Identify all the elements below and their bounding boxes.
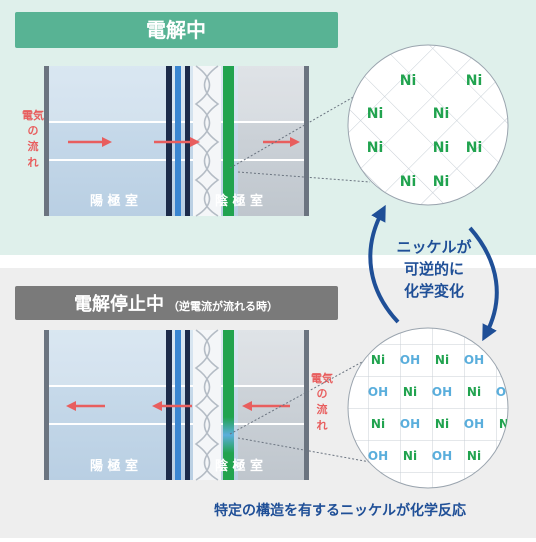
- bottom-anode-label: 陽 極 室: [90, 458, 138, 474]
- ni-label: Ni: [435, 417, 449, 431]
- reverse-arrow-up: [368, 204, 400, 324]
- bottom-flow-label-3: 流: [317, 402, 328, 416]
- oh-label: OH: [464, 417, 484, 431]
- bottom-circle-grid: [348, 328, 508, 488]
- ni-label: Ni: [371, 417, 385, 431]
- bottom-circle-border: [347, 327, 509, 489]
- oh-label: OH: [368, 385, 388, 399]
- center-text: ニッケルが 可逆的に 化学変化: [396, 238, 472, 300]
- bottom-cell-left-wall: [44, 330, 49, 480]
- top-cell: 陽 極 室 陰 極 室: [44, 65, 309, 217]
- ni-label: Ni: [400, 73, 417, 89]
- bottom-arrow-2: [152, 401, 192, 411]
- top-circle-border: [347, 44, 509, 206]
- bottom-arrow-1: [66, 401, 105, 411]
- bottom-cathode-ni-layer: [223, 330, 234, 480]
- top-flow-label-3: 流: [28, 139, 39, 153]
- oh-label: OH: [432, 385, 452, 399]
- bottom-title-note: （逆電流が流れる時）: [168, 299, 278, 313]
- oh-label: OH: [464, 353, 484, 367]
- center-text-line-1: ニッケルが: [396, 238, 472, 256]
- ni-label: Ni: [433, 106, 450, 122]
- ni-label: Ni: [466, 140, 483, 156]
- ni-label: Ni: [403, 385, 417, 399]
- top-mesh-wave-2: [203, 65, 220, 217]
- oh-label: OH: [432, 449, 452, 463]
- top-cathode-label: 陰 極 室: [215, 193, 263, 209]
- top-cell-right-wall: [304, 66, 309, 216]
- top-zoom-line-1: [229, 91, 363, 169]
- bottom-zoom-line-1: [229, 361, 363, 435]
- ni-label: Ni: [367, 140, 384, 156]
- bottom-title-main: 電解停止中: [74, 293, 164, 315]
- ni-label: Ni: [367, 106, 384, 122]
- ni-label: Ni: [371, 353, 385, 367]
- top-arrow-1: [68, 137, 112, 147]
- top-title-bar: [15, 12, 338, 48]
- ni-label: Ni: [403, 449, 417, 463]
- bottom-title: 電解停止中 （逆電流が流れる時）: [74, 293, 278, 315]
- bottom-flow-label-1: 電気: [311, 371, 333, 385]
- ni-label: Ni: [433, 140, 450, 156]
- top-circle-lattice: [348, 45, 508, 205]
- top-cathode-ni-layer: [223, 66, 234, 216]
- ni-label: Ni: [467, 449, 481, 463]
- bottom-flow-label-4: れ: [317, 419, 328, 432]
- center-text-line-2: 可逆的に: [404, 260, 464, 278]
- top-title: 電解中: [146, 18, 206, 42]
- top-flow-label-2: の: [28, 124, 39, 137]
- bottom-cell: 陽 極 室 陰 極 室: [44, 329, 309, 481]
- top-anode-label: 陽 極 室: [90, 193, 138, 209]
- center-text-line-3: 化学変化: [404, 282, 464, 300]
- bottom-zoom-circle: NiOHNiOHNiOHNiOHNiOHNiOHNiOHNiOHNiOHNiOH: [347, 327, 516, 489]
- top-arrow-2: [154, 137, 200, 147]
- bottom-flow-label: 電気 の 流 れ: [311, 371, 333, 432]
- top-arrow-3: [263, 137, 300, 147]
- ni-label: Ni: [499, 417, 513, 431]
- ni-label: Ni: [435, 353, 449, 367]
- oh-label: OH: [368, 449, 388, 463]
- bottom-cell-right-wall: [304, 330, 309, 480]
- bottom-mesh-wave-2: [203, 329, 220, 481]
- oh-label: OH: [496, 385, 516, 399]
- bottom-caption: 特定の構造を有するニッケルが化学反応: [214, 502, 466, 519]
- top-cell-left-wall: [44, 66, 49, 216]
- bottom-circle-labels: NiOHNiOHNiOHNiOHNiOHNiOHNiOHNiOHNiOHNiOH: [368, 353, 516, 463]
- ni-label: Ni: [400, 174, 417, 190]
- bottom-arrow-3: [242, 401, 290, 411]
- oh-label: OH: [400, 417, 420, 431]
- bottom-flow-label-2: の: [317, 387, 328, 400]
- reverse-arrow-down: [468, 226, 499, 342]
- ni-label: Ni: [466, 73, 483, 89]
- oh-label: OH: [400, 353, 420, 367]
- ni-label: Ni: [467, 385, 481, 399]
- bottom-title-bar: [15, 286, 338, 320]
- bottom-cathode-label: 陰 極 室: [215, 458, 263, 474]
- top-flow-label: 電気 の 流 れ: [22, 108, 44, 169]
- ni-label: Ni: [433, 174, 450, 190]
- top-flow-label-4: れ: [28, 156, 39, 169]
- top-flow-label-1: 電気: [22, 108, 44, 122]
